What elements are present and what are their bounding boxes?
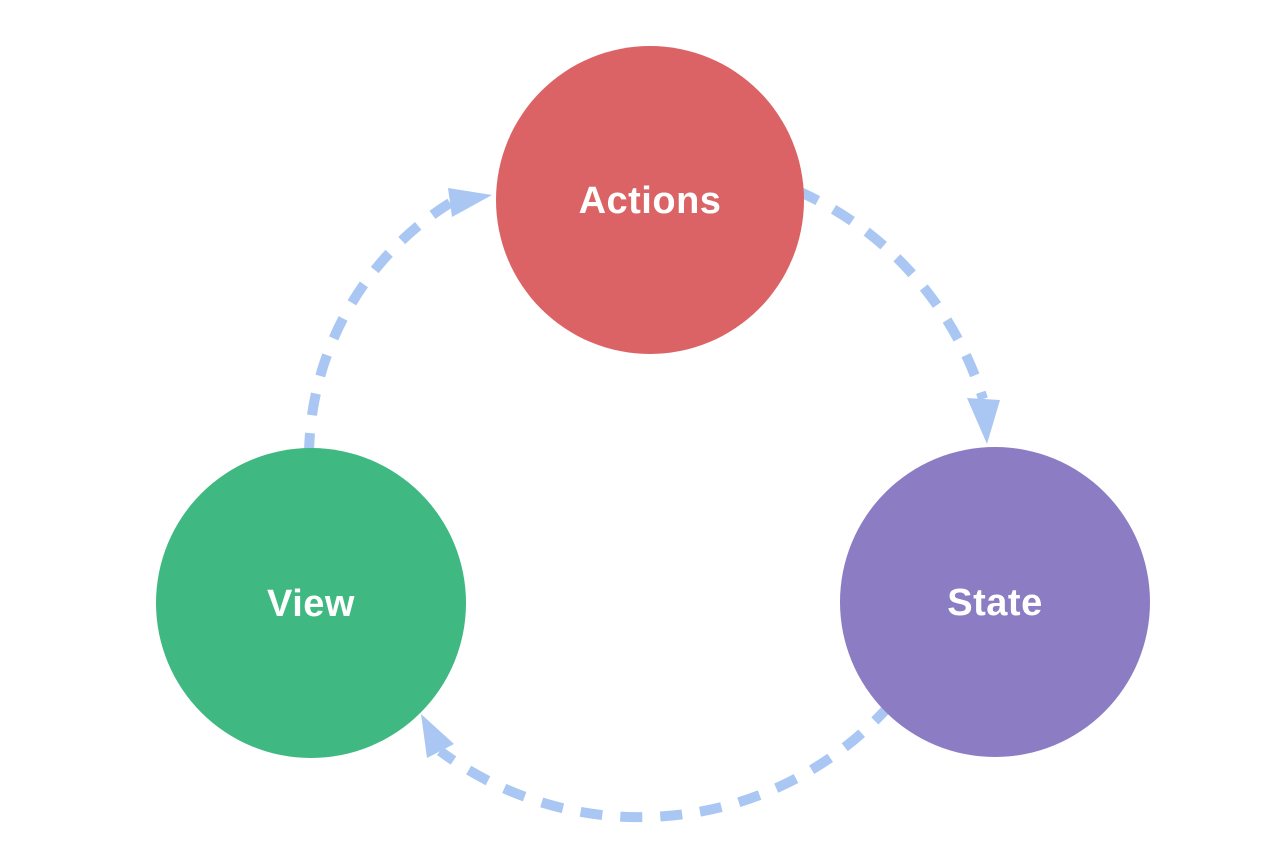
view-circle bbox=[156, 448, 466, 758]
state-circle bbox=[840, 447, 1150, 757]
edge-state-to-view bbox=[437, 701, 894, 823]
arrowhead-state-to-view-icon bbox=[421, 714, 454, 758]
edge-view-to-actions bbox=[304, 198, 453, 456]
arrowhead-view-to-actions-icon bbox=[448, 188, 492, 217]
actions-label: Actions bbox=[579, 180, 722, 222]
edges-layer bbox=[304, 186, 1000, 823]
edge-actions-to-state bbox=[795, 186, 988, 401]
state-label: State bbox=[947, 582, 1042, 624]
arrowhead-actions-to-state-icon bbox=[967, 398, 1000, 444]
actions-circle bbox=[496, 46, 804, 354]
view-label: View bbox=[267, 583, 355, 625]
